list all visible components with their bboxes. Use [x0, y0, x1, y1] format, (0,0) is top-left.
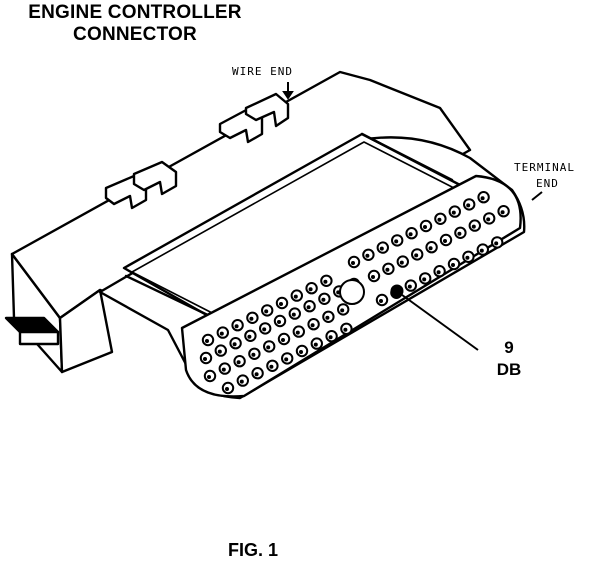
pin-center [221, 367, 226, 372]
pin-center [408, 232, 413, 237]
pin-center [234, 324, 239, 329]
pin-center [236, 360, 241, 365]
pin-center [379, 299, 383, 303]
pin-center [343, 327, 348, 332]
pin-center [457, 231, 462, 236]
pin-center [328, 335, 333, 340]
pin-center [399, 260, 404, 265]
pin-center [323, 279, 328, 284]
pin-center [232, 342, 237, 347]
pin-center [269, 364, 274, 369]
pin-center [436, 270, 441, 275]
pin-center [351, 261, 355, 265]
pin-center [205, 339, 209, 343]
pin-center [308, 287, 313, 292]
pin-center [423, 225, 427, 229]
terminal-end-leader [531, 191, 543, 201]
pin-center [249, 316, 254, 321]
pin-center [247, 334, 252, 339]
pin-center [451, 210, 456, 215]
pin-center [219, 331, 224, 336]
pin-center [321, 297, 326, 302]
pin-center [379, 246, 384, 251]
pin-center [207, 375, 211, 379]
pin-center [266, 345, 271, 350]
pin-center [217, 349, 222, 354]
pin-center [385, 267, 390, 272]
wire-end-label: WIRE END [232, 65, 293, 78]
pin-center [480, 196, 485, 201]
pin-center [313, 342, 318, 347]
pin-center [340, 308, 345, 313]
latch-4 [132, 160, 178, 196]
pin-center [414, 253, 419, 258]
pin-number-callout: 9 [504, 338, 514, 357]
pin-center [465, 255, 470, 260]
pin-center [437, 217, 442, 222]
pin-center [306, 305, 311, 310]
pin-center [443, 239, 447, 243]
keying-hole [339, 279, 365, 305]
pin-center [371, 275, 375, 279]
pin-center [451, 263, 455, 267]
pin-center [284, 357, 289, 362]
pin-center [291, 312, 296, 317]
pin-center [251, 352, 256, 357]
pin-center [262, 327, 267, 332]
pin-center [279, 302, 283, 306]
pin-center [486, 217, 491, 222]
pin-center [494, 241, 499, 246]
latch-2 [244, 92, 290, 128]
pin-center [471, 224, 476, 229]
pin-center [203, 357, 207, 361]
title-line-2: CONNECTOR [73, 24, 197, 45]
pin-center [239, 379, 244, 384]
figure-caption: FIG. 1 [228, 540, 279, 560]
pin-center [299, 350, 303, 354]
pin9-leader [397, 291, 479, 351]
pin-center [407, 284, 412, 289]
terminal-label-line-2: END [536, 177, 559, 190]
wire-color-callout: DB [496, 360, 522, 379]
pin-center [325, 315, 330, 320]
pin-center [365, 253, 370, 258]
pin-center [277, 320, 281, 324]
pin-center [293, 294, 298, 299]
pin-center [479, 248, 484, 253]
pin-center [500, 210, 505, 215]
pin-center [394, 239, 399, 244]
pin-center [428, 246, 433, 251]
pin-center [281, 338, 285, 342]
pin-center [225, 387, 229, 391]
pin-center [254, 372, 259, 377]
pin-center [295, 330, 300, 335]
pin-center [422, 277, 427, 282]
pin-center [264, 309, 269, 314]
pin-center [310, 323, 315, 328]
title-line-1: ENGINE CONTROLLER [28, 2, 242, 23]
pin-center [466, 203, 471, 208]
terminal-label-line-1: TERMINAL [514, 161, 575, 174]
